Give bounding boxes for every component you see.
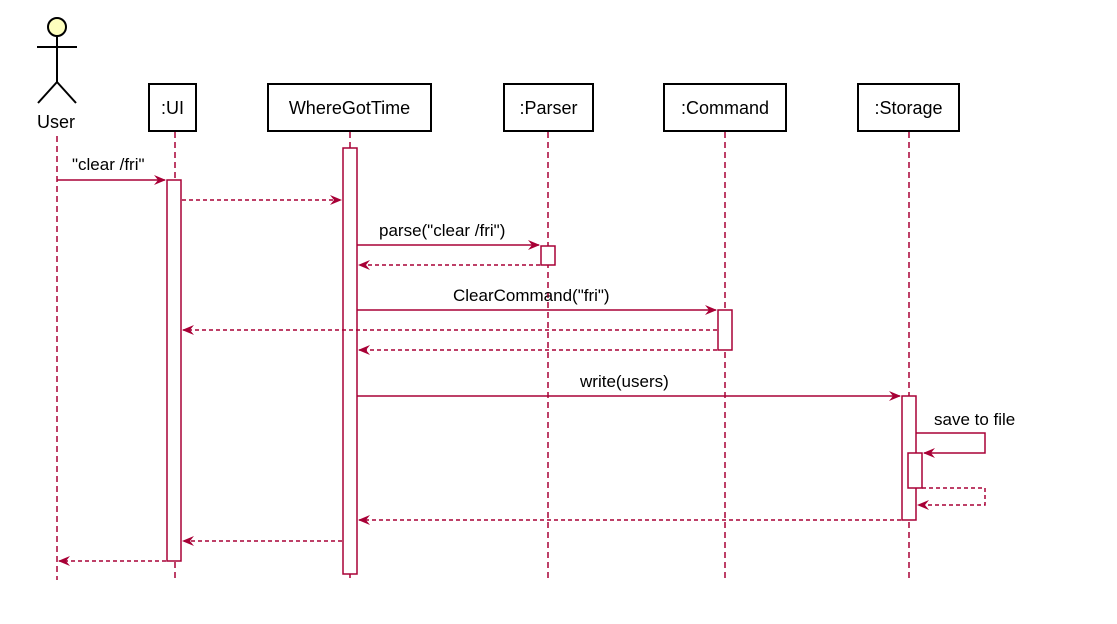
participant-parser: :Parser <box>503 83 594 132</box>
activation-ui <box>166 179 182 562</box>
participant-command-label: :Command <box>681 98 769 118</box>
stick-figure-icon <box>37 17 77 104</box>
activation-storage-nested <box>907 452 923 489</box>
message-parse-label: parse("clear /fri") <box>379 221 505 240</box>
participant-ui-label: :UI <box>161 98 184 118</box>
lifelines <box>56 132 910 580</box>
participant-storage: :Storage <box>857 83 960 132</box>
activations <box>166 147 923 575</box>
participant-wheregottime: WhereGotTime <box>267 83 432 132</box>
participant-parser-label: :Parser <box>519 98 577 118</box>
messages <box>57 175 986 566</box>
actor-user-label: User <box>37 112 75 132</box>
return-storage-self <box>917 487 986 510</box>
activation-wheregottime <box>342 147 358 575</box>
message-user-to-ui-label: "clear /fri" <box>72 155 145 174</box>
message-clearcommand-label: ClearCommand("fri") <box>453 286 610 305</box>
participant-command: :Command <box>663 83 787 132</box>
participant-storage-label: :Storage <box>874 98 942 118</box>
activation-command <box>717 309 733 351</box>
actor-user: User <box>37 17 77 132</box>
message-write-label: write(users) <box>579 372 669 391</box>
participant-wheregottime-label: WhereGotTime <box>289 98 410 118</box>
participant-ui: :UI <box>148 83 197 132</box>
message-save-to-file <box>916 432 986 458</box>
activation-parser <box>540 245 556 266</box>
message-save-to-file-label: save to file <box>934 410 1015 429</box>
